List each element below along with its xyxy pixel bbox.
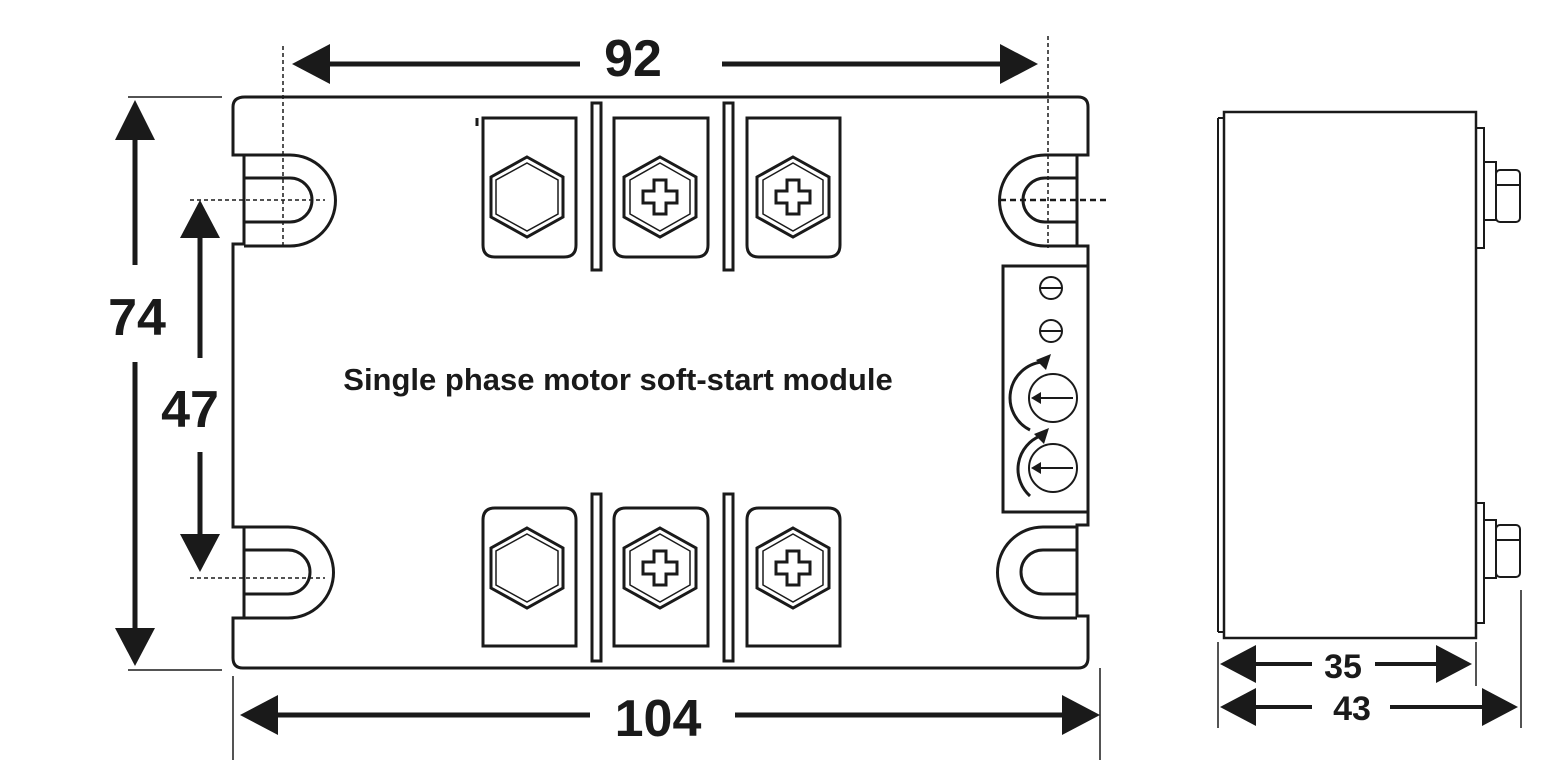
dimension-92-label: 92 bbox=[604, 30, 662, 88]
module-body-outline bbox=[231, 95, 1090, 670]
dimension-35-label: 35 bbox=[1324, 648, 1362, 686]
dimension-47-line bbox=[180, 200, 220, 572]
side-terminal-bottom bbox=[1475, 502, 1521, 624]
mounting-centerlines bbox=[190, 36, 1110, 579]
terminal-top-3 bbox=[745, 116, 842, 259]
dimension-104-line bbox=[232, 668, 1101, 760]
divider-top-1 bbox=[590, 101, 603, 272]
terminal-top-1 bbox=[475, 116, 578, 259]
mounting-slot-bottom-right bbox=[996, 525, 1077, 620]
mounting-slot-bottom-left bbox=[244, 525, 335, 620]
terminal-top-2 bbox=[612, 116, 710, 259]
dimension-43-label: 43 bbox=[1333, 690, 1371, 728]
dimension-43-line bbox=[1220, 590, 1522, 728]
control-panel bbox=[1001, 264, 1090, 514]
dimension-74-line bbox=[115, 96, 222, 671]
terminal-bottom-2 bbox=[612, 506, 710, 648]
module-title: Single phase motor soft-start module bbox=[343, 362, 892, 397]
divider-bottom-2 bbox=[722, 492, 735, 663]
dimension-104-label: 104 bbox=[615, 690, 702, 748]
terminal-bottom-1 bbox=[481, 506, 578, 648]
dimension-35-line bbox=[1217, 642, 1477, 728]
side-view-body bbox=[1217, 110, 1478, 640]
dimension-47-label: 47 bbox=[161, 381, 219, 439]
divider-bottom-1 bbox=[590, 492, 603, 663]
potentiometer-1 bbox=[1008, 354, 1078, 432]
dimension-74-label: 74 bbox=[108, 289, 166, 347]
side-terminal-top bbox=[1475, 127, 1521, 249]
divider-top-2 bbox=[722, 101, 735, 272]
potentiometer-2 bbox=[1016, 428, 1078, 498]
dimension-92-line bbox=[292, 44, 1038, 84]
terminal-bottom-3 bbox=[745, 506, 842, 648]
